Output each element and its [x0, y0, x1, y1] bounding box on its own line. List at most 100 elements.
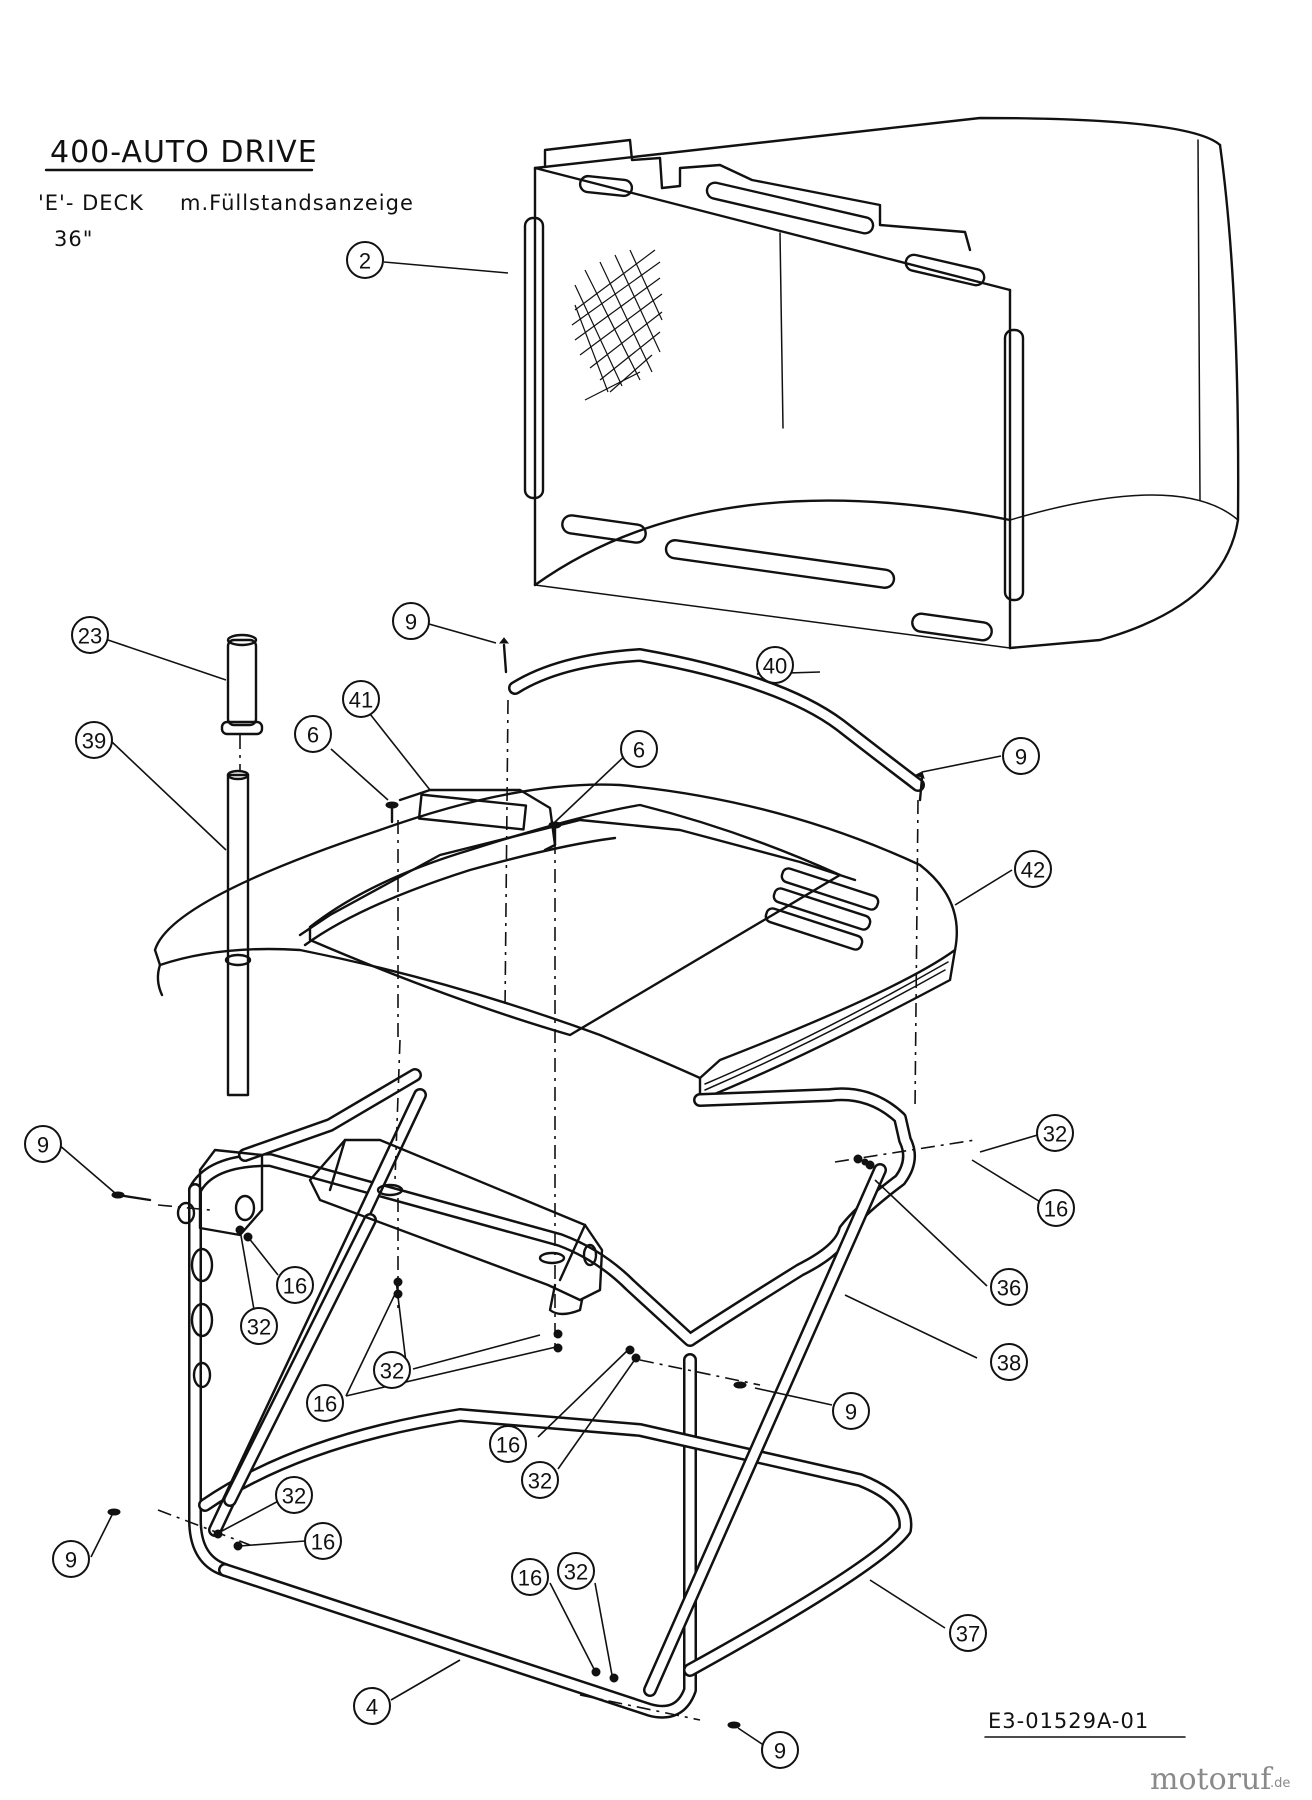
svg-text:6: 6 — [633, 738, 645, 763]
vent-3 — [764, 907, 864, 951]
washer-32-center — [625, 1345, 635, 1355]
screw-9-right — [914, 771, 925, 779]
svg-text:16: 16 — [311, 1530, 335, 1555]
callout-32: 32 — [373, 1351, 411, 1389]
axis-hoop-right — [914, 799, 919, 1111]
rail-bottom-2 — [664, 539, 896, 589]
vent-1 — [780, 867, 880, 911]
bag-top-front-edge — [533, 166, 1012, 292]
nut-16-bottom-right — [591, 1667, 601, 1677]
lid-ridge — [298, 818, 857, 937]
callout-16: 16 — [304, 1522, 342, 1560]
callout-9: 9 — [1002, 737, 1040, 775]
bag-top-back-edge — [533, 116, 1222, 170]
cover-lid-42 — [153, 783, 959, 1102]
screw-9-center — [733, 1381, 747, 1389]
bag-tab-right — [660, 163, 972, 252]
header: 400-AUTO DRIVE 'E'- DECK m.Füllstandsanz… — [38, 135, 414, 251]
callout-16: 16 — [511, 1558, 549, 1596]
handle-assembly — [220, 633, 264, 1097]
diagram-title: 400-AUTO DRIVE — [50, 135, 318, 170]
callout-32: 32 — [1036, 1114, 1074, 1152]
bag-tab-left — [543, 138, 664, 190]
svg-text:9: 9 — [845, 1400, 857, 1425]
svg-text:16: 16 — [496, 1433, 520, 1458]
frame — [188, 1068, 916, 1719]
svg-text:39: 39 — [82, 729, 106, 754]
svg-text:32: 32 — [282, 1484, 306, 1509]
screw-9-bottom-right — [727, 1721, 741, 1729]
screw-9-top — [498, 637, 510, 644]
frame-hole-1 — [190, 1247, 214, 1283]
frame-hole-3 — [192, 1361, 212, 1389]
handle-tube-39 — [226, 773, 250, 1097]
callout-9: 9 — [52, 1540, 90, 1578]
callout-32: 32 — [521, 1461, 559, 1499]
handle-socket-block — [198, 1148, 264, 1237]
callout-16: 16 — [1037, 1189, 1075, 1227]
svg-text:32: 32 — [564, 1560, 588, 1585]
svg-text:16: 16 — [1044, 1197, 1068, 1222]
rail-left-vertical — [523, 216, 545, 500]
size-label: 36" — [54, 227, 93, 251]
callout-6: 6 — [294, 715, 332, 753]
washer-32-mid-a — [393, 1277, 403, 1287]
svg-text:32: 32 — [380, 1359, 404, 1384]
bag-right-side — [1008, 143, 1240, 650]
callout-32: 32 — [275, 1476, 313, 1514]
callout-36: 36 — [990, 1268, 1028, 1306]
grip-23 — [226, 638, 258, 727]
fill-indicator-41 — [398, 788, 557, 852]
rail-bottom-1 — [561, 514, 647, 544]
grip-top — [226, 633, 258, 647]
svg-text:9: 9 — [774, 1739, 786, 1764]
callout-40: 40 — [756, 646, 794, 684]
deck-label: 'E'- DECK — [38, 191, 144, 215]
svg-text:9: 9 — [1015, 745, 1027, 770]
frame-hole-2 — [190, 1302, 214, 1338]
washer-32-right — [853, 1154, 863, 1164]
watermark-brand: motoruf — [1150, 1762, 1273, 1797]
lid-raised-panel — [308, 803, 842, 1037]
svg-text:23: 23 — [78, 624, 102, 649]
svg-text:37: 37 — [956, 1622, 980, 1647]
feature-label: m.Füllstandsanzeige — [180, 191, 414, 215]
rail-top-2 — [705, 181, 875, 235]
callout-9: 9 — [24, 1125, 62, 1163]
callout-16: 16 — [306, 1384, 344, 1422]
hardware — [107, 637, 925, 1729]
callout-16: 16 — [276, 1266, 314, 1304]
axis-hoop-left — [504, 699, 509, 1011]
callout-4: 4 — [353, 1687, 391, 1725]
washer-32-bottom-right — [609, 1673, 619, 1683]
watermark-suffix: .de — [1270, 1776, 1290, 1791]
svg-text:16: 16 — [518, 1566, 542, 1591]
callout-38: 38 — [990, 1343, 1028, 1381]
grip-collar — [220, 720, 264, 736]
drawing-number: E3-01529A-01 — [988, 1709, 1149, 1733]
vent-2 — [772, 887, 872, 931]
washer-32-mid-b — [553, 1329, 563, 1339]
bag-back-vertical — [1197, 139, 1201, 501]
leader-lines — [57, 261, 1043, 1747]
svg-text:4: 4 — [366, 1695, 378, 1720]
rail-right-vertical — [1003, 328, 1025, 602]
watermark: motoruf .de — [1150, 1762, 1290, 1797]
grass-bag — [523, 116, 1240, 650]
svg-text:32: 32 — [247, 1315, 271, 1340]
screw-9-bottom-left — [107, 1508, 121, 1516]
svg-text:9: 9 — [37, 1133, 49, 1158]
rail-top-1 — [578, 174, 634, 198]
svg-text:6: 6 — [307, 723, 319, 748]
callout-32: 32 — [557, 1552, 595, 1590]
lid-handle-socket — [224, 953, 252, 967]
svg-text:16: 16 — [283, 1274, 307, 1299]
svg-text:9: 9 — [65, 1548, 77, 1573]
callout-23: 23 — [71, 616, 109, 654]
callout-6: 6 — [620, 730, 658, 768]
svg-text:32: 32 — [1043, 1122, 1067, 1147]
callout-42: 42 — [1014, 850, 1052, 888]
upper-hoop-40 — [504, 648, 925, 1111]
svg-text:38: 38 — [997, 1351, 1021, 1376]
